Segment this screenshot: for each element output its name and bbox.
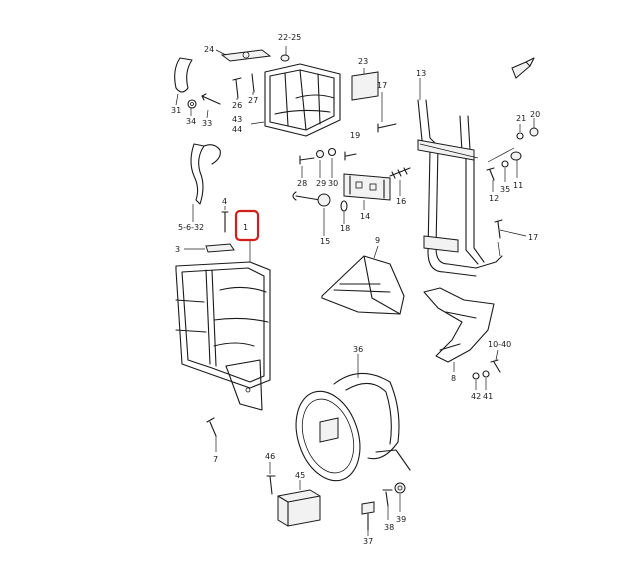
label-part-5-6-32[interactable]: 5-6-32 bbox=[178, 223, 204, 232]
label-part-3[interactable]: 3 bbox=[175, 245, 180, 254]
part-34-nut bbox=[187, 99, 197, 116]
label-part-9[interactable]: 9 bbox=[375, 236, 380, 245]
label-part-4[interactable]: 4 bbox=[222, 197, 227, 206]
part-16-spring bbox=[389, 167, 411, 196]
part-26-bolt bbox=[232, 77, 242, 100]
part-20-nut bbox=[529, 118, 539, 137]
label-part-46[interactable]: 46 bbox=[265, 452, 275, 461]
label-part-37[interactable]: 37 bbox=[363, 537, 373, 546]
part-8-bracket bbox=[423, 287, 495, 372]
label-part-42[interactable]: 42 bbox=[471, 392, 481, 401]
part-31-strap bbox=[174, 57, 193, 106]
label-part-33[interactable]: 33 bbox=[202, 119, 212, 128]
part-45-box bbox=[277, 480, 321, 527]
label-part-41[interactable]: 41 bbox=[483, 392, 493, 401]
part-1-front-carrier bbox=[175, 240, 271, 411]
label-part-10-40[interactable]: 10-40 bbox=[488, 340, 511, 349]
part-37-bolt bbox=[361, 501, 375, 536]
part-11-bushing bbox=[510, 151, 522, 178]
part-33-bolt bbox=[201, 93, 221, 119]
label-part-31[interactable]: 31 bbox=[171, 106, 181, 115]
label-part-24[interactable]: 24 bbox=[204, 45, 214, 54]
part-36-reel bbox=[295, 354, 411, 482]
label-part-16[interactable]: 16 bbox=[396, 197, 406, 206]
part-24-plate bbox=[215, 49, 272, 62]
part-23-pad bbox=[351, 68, 379, 101]
label-part-26[interactable]: 26 bbox=[232, 101, 242, 110]
part-29-nut bbox=[316, 150, 324, 178]
part-18-washer bbox=[340, 200, 348, 224]
label-part-11[interactable]: 11 bbox=[513, 181, 523, 190]
label-part-39[interactable]: 39 bbox=[396, 515, 406, 524]
label-part-19[interactable]: 19 bbox=[350, 131, 360, 140]
label-part-44[interactable]: 44 bbox=[232, 125, 242, 134]
part-41-washer bbox=[482, 370, 490, 390]
part-28-bolt bbox=[299, 155, 315, 178]
part-42-nut bbox=[472, 372, 480, 390]
label-part-34[interactable]: 34 bbox=[186, 117, 196, 126]
part-39-washer bbox=[394, 482, 406, 512]
part-14-bracket bbox=[343, 173, 391, 210]
label-part-8[interactable]: 8 bbox=[451, 374, 456, 383]
label-part-7[interactable]: 7 bbox=[213, 455, 218, 464]
part-7-bolt bbox=[206, 417, 217, 452]
part-4-bolt bbox=[221, 206, 229, 233]
part-27-pin bbox=[251, 73, 255, 95]
label-part-21[interactable]: 21 bbox=[516, 114, 526, 123]
label-part-17-lower[interactable]: 17 bbox=[528, 233, 538, 242]
part-35-washer bbox=[501, 160, 509, 182]
part-46-bolt bbox=[266, 462, 276, 495]
label-part-13[interactable]: 13 bbox=[416, 69, 426, 78]
label-part-28[interactable]: 28 bbox=[297, 179, 307, 188]
part-17-bolt-upper bbox=[377, 92, 397, 133]
part-10-bolt bbox=[490, 349, 501, 373]
label-part-43[interactable]: 43 bbox=[232, 115, 242, 124]
label-part-14[interactable]: 14 bbox=[360, 212, 370, 221]
part-3-plate bbox=[184, 243, 235, 253]
label-part-36[interactable]: 36 bbox=[353, 345, 363, 354]
front-arrow-icon bbox=[511, 57, 535, 79]
label-part-38[interactable]: 38 bbox=[384, 523, 394, 532]
part-43-carrier bbox=[250, 63, 341, 137]
part-5-strap bbox=[190, 143, 221, 222]
label-part-15[interactable]: 15 bbox=[320, 237, 330, 246]
part-19-bolt bbox=[344, 151, 357, 161]
part-9-chock bbox=[321, 245, 405, 315]
part-12-bolt bbox=[486, 167, 495, 192]
part-1-highlight-box[interactable] bbox=[234, 209, 260, 242]
part-30-washer bbox=[327, 147, 337, 178]
label-part-29[interactable]: 29 bbox=[316, 179, 326, 188]
label-part-17-upper[interactable]: 17 bbox=[377, 81, 387, 90]
part-13-frame bbox=[417, 78, 503, 277]
label-part-45[interactable]: 45 bbox=[295, 471, 305, 480]
label-part-27[interactable]: 27 bbox=[248, 96, 258, 105]
part-38-bolt bbox=[382, 489, 393, 520]
part-22-bushing bbox=[280, 46, 290, 62]
label-part-20[interactable]: 20 bbox=[530, 110, 540, 119]
part-17-bolt-lower bbox=[494, 219, 527, 257]
label-part-35[interactable]: 35 bbox=[500, 185, 510, 194]
label-part-1[interactable]: 1 bbox=[243, 223, 248, 232]
label-part-30[interactable]: 30 bbox=[328, 179, 338, 188]
label-part-12[interactable]: 12 bbox=[489, 194, 499, 203]
label-part-18[interactable]: 18 bbox=[340, 224, 350, 233]
part-21-washer bbox=[516, 124, 524, 140]
part-15-lever bbox=[292, 191, 331, 236]
label-part-23[interactable]: 23 bbox=[358, 57, 368, 66]
label-part-22-25[interactable]: 22-25 bbox=[278, 33, 301, 42]
